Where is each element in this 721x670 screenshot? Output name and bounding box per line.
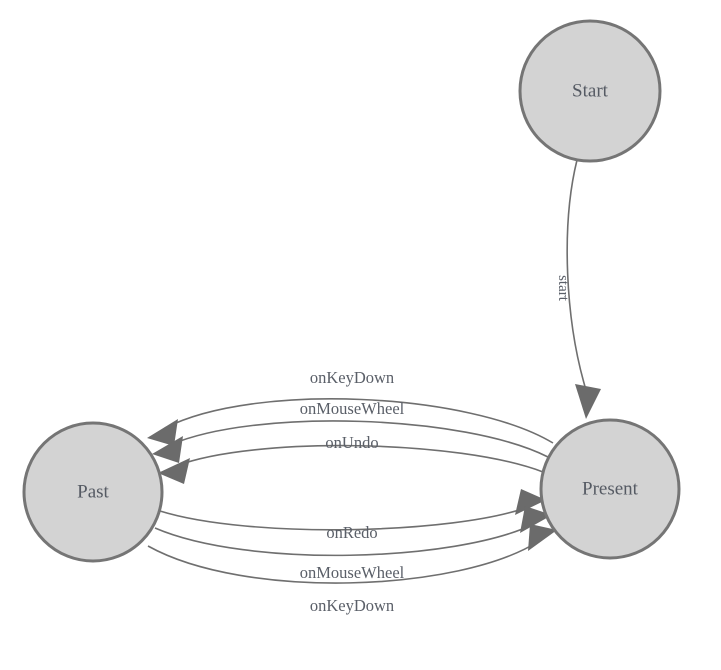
- edge-label-present-to-past-onkeydown: onKeyDown: [310, 368, 394, 387]
- edge-start-to-present[interactable]: start: [555, 159, 601, 419]
- arrowhead-past-to-present-onkeydown: [528, 524, 557, 551]
- node-present-label: Present: [582, 478, 639, 499]
- edge-label-present-to-past-onundo: onUndo: [325, 433, 378, 452]
- edge-past-to-present-onkeydown-path: [147, 540, 540, 584]
- edge-label-past-to-present-onredo: onRedo: [326, 523, 377, 542]
- arrowhead-present-to-past-onundo: [158, 458, 190, 484]
- edge-past-to-present-onmousewheel-path: [154, 523, 535, 557]
- arrowhead-present-to-past-onkeydown: [147, 419, 178, 446]
- edge-label-past-to-present-onmousewheel: onMouseWheel: [300, 563, 405, 582]
- node-present-circle: [539, 418, 681, 560]
- arrowhead-present-to-past-onmousewheel: [152, 436, 183, 463]
- edge-past-to-present-onredo-path: [159, 506, 529, 531]
- node-start-circle: [518, 19, 662, 163]
- arrowhead-past-to-present-onredo: [515, 489, 546, 515]
- edge-start-to-present-path: [566, 159, 587, 391]
- node-past[interactable]: Past: [22, 421, 164, 563]
- node-past-circle: [22, 421, 164, 563]
- node-present[interactable]: Present: [539, 418, 681, 560]
- node-past-label: Past: [77, 481, 109, 502]
- arrowhead-start-to-present: [575, 384, 601, 419]
- edge-present-to-past-onmousewheel-path: [169, 420, 549, 458]
- edge-label-past-to-present-onkeydown: onKeyDown: [310, 596, 394, 615]
- edge-past-to-present-onkeydown[interactable]: onKeyDown: [147, 524, 557, 615]
- edge-present-to-past-onundo[interactable]: onUndo: [158, 433, 544, 484]
- edge-past-to-present-onredo[interactable]: onRedo: [159, 489, 546, 542]
- edge-label-start: start: [555, 275, 571, 302]
- node-start-label: Start: [572, 80, 609, 101]
- edge-label-present-to-past-onmousewheel: onMouseWheel: [300, 399, 405, 418]
- edge-present-to-past-onkeydown[interactable]: onKeyDown: [147, 368, 554, 446]
- node-start[interactable]: Start: [518, 19, 662, 163]
- edge-present-to-past-onkeydown-path: [164, 398, 554, 444]
- edge-present-to-past-onmousewheel[interactable]: onMouseWheel: [152, 399, 549, 463]
- edge-present-to-past-onundo-path: [175, 444, 544, 473]
